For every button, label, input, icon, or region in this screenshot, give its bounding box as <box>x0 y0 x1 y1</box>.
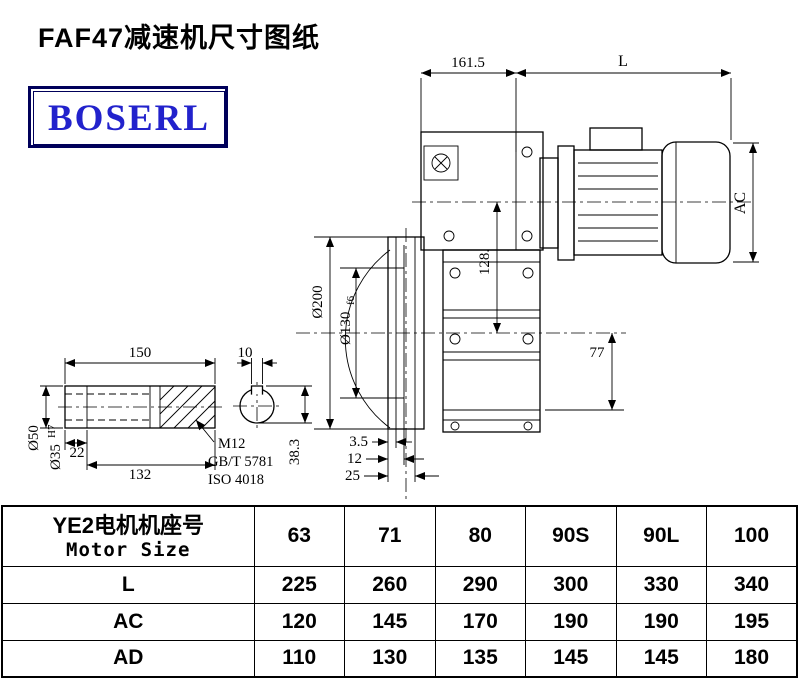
dim-bore-tol-label: H7 <box>46 424 58 438</box>
row-label-AD: AD <box>1 639 255 678</box>
motor-size-90l: 90L <box>615 505 707 567</box>
AC-90s: 190 <box>525 602 617 641</box>
table-header-row: YE2电机机座号 Motor Size 63 71 80 90S 90L 100 <box>1 505 798 567</box>
dim-motor-height: AC <box>732 142 759 263</box>
dim-10-label: 10 <box>238 345 253 361</box>
L-90l: 330 <box>615 565 707 604</box>
L-100: 340 <box>706 565 798 604</box>
dim-L: L <box>618 53 628 70</box>
AD-90s: 145 <box>525 639 617 678</box>
table-row-AD: AD 110 130 135 145 145 180 <box>1 639 798 678</box>
gearbox-outline <box>344 131 544 433</box>
AD-80: 135 <box>434 639 526 678</box>
L-71: 260 <box>344 565 436 604</box>
AC-90l: 190 <box>615 602 707 641</box>
dim-foot-height: 77 <box>545 333 624 411</box>
dim-AC: AC <box>732 192 749 214</box>
dim-spigot-tol-label: f6 <box>345 295 357 305</box>
motor-size-71: 71 <box>344 505 436 567</box>
motor-size-table: YE2电机机座号 Motor Size 63 71 80 90S 90L 100… <box>1 505 798 678</box>
table-row-AC: AC 120 145 170 190 190 195 <box>1 602 798 641</box>
dim-12-label: 12 <box>347 451 362 467</box>
table-row-L: L 225 260 290 300 330 340 <box>1 565 798 604</box>
AD-90l: 145 <box>615 639 707 678</box>
motor-size-100: 100 <box>706 505 798 567</box>
AD-71: 130 <box>344 639 436 678</box>
dim-bottom-stack: 3.5 12 25 <box>345 421 439 484</box>
page-title: FAF47减速机尺寸图纸 <box>38 23 321 53</box>
dim-shaft-od-label: Ø50 <box>26 425 42 451</box>
bore-section-detail: 10 38.3 <box>237 345 312 465</box>
motor-size-63: 63 <box>253 505 345 567</box>
motor-size-80: 80 <box>434 505 526 567</box>
thread-std-gb-label: GB/T 5781 <box>208 454 273 470</box>
AD-63: 110 <box>253 639 345 678</box>
motor-size-90s: 90S <box>525 505 617 567</box>
dim-150-label: 150 <box>129 345 152 361</box>
AC-71: 145 <box>344 602 436 641</box>
brand-logo: BOSERL <box>28 86 228 148</box>
motor-frame-label-cn: YE2电机机座号 <box>52 512 205 538</box>
dim-38-3-label: 38.3 <box>287 439 303 465</box>
dim-128-label: 128. <box>477 249 493 275</box>
dim-top-span: 161.5 L <box>420 53 732 152</box>
brand-logo-text: BOSERL <box>47 97 211 139</box>
dimension-drawing: 161.5 L AC <box>26 53 759 500</box>
motor-size-table-wrap: YE2电机机座号 Motor Size 63 71 80 90S 90L 100… <box>0 505 800 681</box>
hollow-shaft-detail: 150 22 132 Ø50 Ø35 H7 <box>26 345 216 483</box>
dim-3-5-label: 3.5 <box>349 434 368 450</box>
dim-bore-label: Ø35 <box>48 444 64 470</box>
L-63: 225 <box>253 565 345 604</box>
AC-100: 195 <box>706 602 798 641</box>
row-label-L: L <box>1 565 255 604</box>
dim-spigot-od-label: Ø130 <box>338 312 354 345</box>
dim-flange-od: Ø200 <box>310 236 388 430</box>
motor-outline <box>539 127 731 264</box>
dim-22-label: 22 <box>70 445 85 461</box>
centerlines <box>58 201 752 500</box>
dim-77-label: 77 <box>590 345 606 361</box>
thread-spec-label: M12 <box>218 436 245 452</box>
AD-100: 180 <box>706 639 798 678</box>
thread-callout: M12 GB/T 5781 ISO 4018 <box>195 419 273 488</box>
dim-center-height: 128. <box>477 202 501 333</box>
dim-flange-od-label: Ø200 <box>310 285 326 318</box>
AC-80: 170 <box>434 602 526 641</box>
dim-132-label: 132 <box>129 467 152 483</box>
dim-spigot-od: Ø130 f6 <box>338 267 404 399</box>
motor-frame-label-en: Motor Size <box>66 539 191 561</box>
L-90s: 300 <box>525 565 617 604</box>
row-label-AC: AC <box>1 602 255 641</box>
table-header-cell: YE2电机机座号 Motor Size <box>1 505 255 567</box>
L-80: 290 <box>434 565 526 604</box>
thread-std-iso-label: ISO 4018 <box>208 472 264 488</box>
AC-63: 120 <box>253 602 345 641</box>
dim-161-5: 161.5 <box>451 55 485 71</box>
dim-25-label: 25 <box>345 468 360 484</box>
brand-logo-frame: BOSERL <box>33 91 225 145</box>
